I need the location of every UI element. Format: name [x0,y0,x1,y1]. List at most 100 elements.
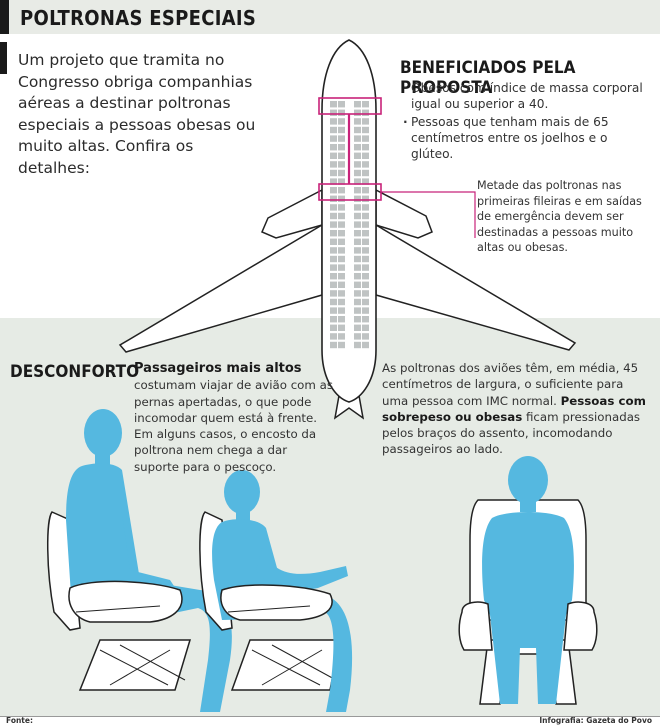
obese-passengers-text: As poltronas dos aviões têm, em média, 4… [382,360,652,458]
airplane-seat [330,178,337,185]
airplane-seat [338,187,345,194]
airplane-seat [330,144,337,151]
airplane-seat [354,238,361,245]
airplane-seat [330,307,337,314]
airplane-seat [330,281,337,288]
footer-divider [0,716,660,717]
airplane-seat [338,255,345,263]
airplane-seat [362,238,369,245]
airplane-seat [354,135,361,142]
airplane-seat [338,316,345,323]
airplane-seat [338,281,345,288]
airplane-seat [354,152,361,159]
airplane-seat [362,109,369,116]
airplane-seat [362,161,369,168]
infographic-credit: Infografia: Gazeta do Povo [539,716,652,725]
airplane-seat [330,109,337,116]
airplane-seat [354,324,361,331]
airplane-seat [338,221,345,228]
airplane-seat [330,204,337,211]
seat-tall-passenger-2 [199,470,353,712]
airplane-seat [354,169,361,177]
airplane-seat [362,126,369,134]
airplane-seat [330,152,337,159]
airplane-seat [330,247,337,254]
airplane-seat [338,230,345,237]
airplane-seat [330,333,337,340]
header-band: POLTRONAS ESPECIAIS [0,0,660,34]
airplane-seat [354,230,361,237]
obese-passengers-heading: Pessoas com sobrepeso ou obesas [382,393,646,424]
airplane-seat-grid [330,101,369,349]
airplane-seat [338,135,345,142]
airplane-seat [330,221,337,228]
tall-passengers-heading: Passageiros mais altos [134,361,302,376]
airplane-seat [362,204,369,211]
airplane-seat [362,152,369,159]
airplane-seat [362,273,369,280]
airplane-illustration [118,39,577,420]
airplane-seat [362,195,369,202]
airplane-seat [338,341,345,349]
airplane-seat [354,255,361,263]
airplane-seat [330,126,337,134]
airplane-seat [354,298,361,306]
airplane-seat [362,264,369,271]
airplane-seat [330,341,337,349]
airplane-seat [354,109,361,116]
airplane-seat [362,307,369,314]
airplane-seat [338,118,345,125]
seat-allocation-callout: Metade das poltronas nas primeiras filei… [477,179,642,254]
airplane-seat [362,290,369,297]
airplane-seat [362,178,369,185]
airplane-seat [362,118,369,125]
airplane-seat [362,230,369,237]
airplane-seat [330,230,337,237]
intro-text: Um projeto que tramita no Congresso obri… [18,51,256,177]
airplane-seat [354,221,361,228]
airplane-seat [330,290,337,297]
airplane-seat [362,324,369,331]
airplane-seat [354,341,361,349]
beneficiaries-list: Obesos com índice de massa corporal igua… [403,80,653,164]
airplane-seat [362,212,369,220]
airplane-seat [330,238,337,245]
airplane-seat [354,118,361,125]
airplane-seat [338,238,345,245]
airplane-seat [338,273,345,280]
airplane-seat [338,324,345,331]
airplane-seat [354,144,361,151]
airplane-seat [354,264,361,271]
airplane-seat [330,135,337,142]
airplane-seat [362,221,369,228]
airplane-seat [330,187,337,194]
callout-connector-line [381,191,476,238]
source-label: Fonte: [6,716,33,725]
airplane-seat [330,101,337,108]
airplane-seat [330,298,337,306]
airplane-seat [338,109,345,116]
obese-passengers-body: ficam pressionadas pelos braços do assen… [382,409,641,457]
airplane-seat [338,195,345,202]
airplane-seat [338,144,345,151]
intro-accent-bar [0,42,7,74]
list-item: Obesos com índice de massa corporal igua… [403,80,653,112]
airplane-seat [354,316,361,323]
airplane-seat [354,247,361,254]
airplane-seat [354,187,361,194]
airplane-seat [362,316,369,323]
airplane-seat [354,126,361,134]
airplane-seat [330,316,337,323]
airplane-seat [330,161,337,168]
page-title: POLTRONAS ESPECIAIS [20,6,257,30]
airplane-seat [338,161,345,168]
airplane-seat [354,333,361,340]
airplane-seat [354,212,361,220]
list-item: Pessoas que tenham mais de 65 centímetro… [403,114,653,162]
airplane-seat [354,195,361,202]
airplane-seat [338,169,345,177]
airplane-seat [338,152,345,159]
seat-tall-passenger-1 [46,409,232,712]
airplane-seat [362,341,369,349]
